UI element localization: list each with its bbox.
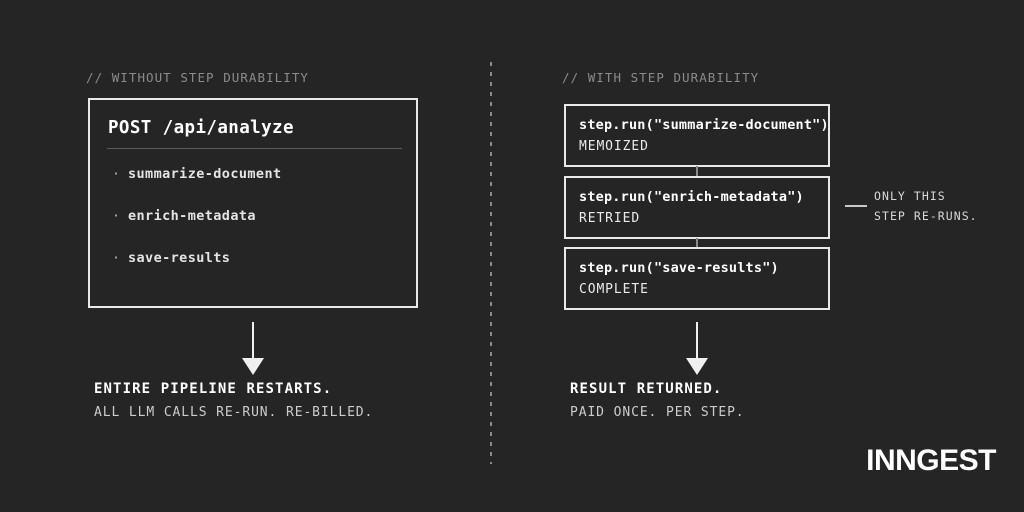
arrow-head — [242, 358, 264, 375]
step-status-badge: MEMOIZED — [579, 139, 649, 154]
inngest-logo: INNGEST — [866, 444, 996, 477]
vertical-dashed-divider — [490, 62, 492, 464]
outcome-with-durability: RESULT RETURNED. PAID ONCE. PER STEP. — [570, 381, 745, 420]
pipeline-item: · enrich-metadata — [112, 208, 256, 224]
pipeline-item-label: save-results — [128, 250, 231, 266]
arrow-shaft — [252, 322, 254, 360]
outcome-without-durability: ENTIRE PIPELINE RESTARTS. ALL LLM CALLS … — [94, 381, 373, 420]
bullet-icon: · — [112, 250, 121, 266]
step-box: step.run("summarize-document") MEMOIZED — [564, 104, 830, 167]
section-comment-without-durability: // WITHOUT STEP DURABILITY — [86, 70, 309, 85]
callout-annotation: ONLY THIS STEP RE-RUNS. — [874, 186, 978, 226]
outcome-headline: ENTIRE PIPELINE RESTARTS. — [94, 381, 333, 397]
pipeline-item-label: enrich-metadata — [128, 208, 256, 224]
outcome-subline: PAID ONCE. PER STEP. — [570, 405, 745, 420]
bullet-icon: · — [112, 208, 121, 224]
step-status-badge: COMPLETE — [579, 282, 649, 297]
step-call-text: step.run("save-results") — [579, 260, 779, 276]
outcome-subline: ALL LLM CALLS RE-RUN. RE-BILLED. — [94, 405, 374, 420]
arrow-shaft — [696, 322, 698, 360]
callout-leader-line — [845, 205, 867, 207]
step-connector-line — [696, 166, 698, 177]
step-call-text: step.run("summarize-document") — [579, 117, 829, 133]
monolithic-endpoint-card: POST /api/analyze · summarize-document · e… — [88, 98, 418, 308]
arrow-head — [686, 358, 708, 375]
pipeline-item: · save-results — [112, 250, 230, 266]
outcome-headline: RESULT RETURNED. — [570, 381, 723, 397]
card-divider-rule — [107, 148, 402, 149]
pipeline-item: · summarize-document — [112, 166, 282, 182]
step-connector-line — [696, 238, 698, 249]
down-arrow-icon — [242, 322, 264, 375]
step-status-badge: RETRIED — [579, 211, 641, 226]
step-box: step.run("save-results") COMPLETE — [564, 247, 830, 310]
bullet-icon: · — [112, 166, 121, 182]
endpoint-title: POST /api/analyze — [108, 118, 294, 138]
callout-line-2: STEP RE-RUNS. — [874, 209, 978, 223]
section-comment-with-durability: // WITH STEP DURABILITY — [562, 70, 760, 85]
step-box: step.run("enrich-metadata") RETRIED — [564, 176, 830, 239]
callout-line-1: ONLY THIS — [874, 189, 946, 203]
down-arrow-icon — [686, 322, 708, 375]
pipeline-item-label: summarize-document — [128, 166, 282, 182]
step-call-text: step.run("enrich-metadata") — [579, 189, 804, 205]
